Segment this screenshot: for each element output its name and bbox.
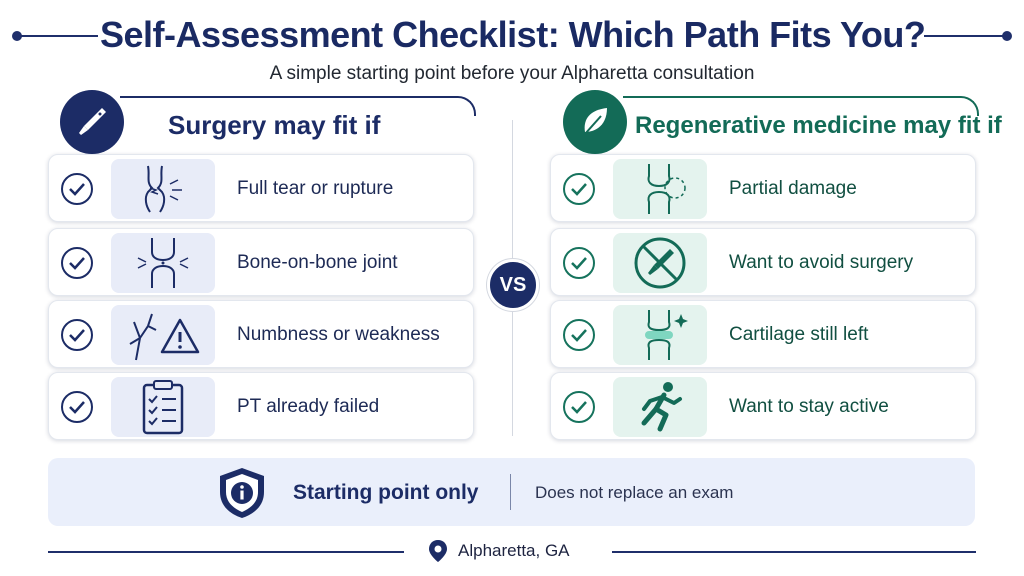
runner-icon	[613, 377, 707, 437]
regen-item-2: Want to avoid surgery	[550, 228, 976, 296]
surgery-item-label: PT already failed	[237, 396, 380, 417]
regen-item-label: Want to avoid surgery	[729, 252, 914, 273]
footer-note: Does not replace an exam	[535, 483, 734, 502]
surgery-item-4: PT already failed	[48, 372, 474, 440]
location-label: Alpharetta, GA	[458, 541, 570, 560]
surgery-item-label: Numbness or weakness	[237, 324, 440, 345]
info-shield-icon	[216, 466, 268, 520]
footer-separator	[510, 474, 511, 510]
surgery-item-label: Bone-on-bone joint	[237, 252, 398, 273]
nerve-warning-icon	[111, 305, 215, 365]
check-circle-icon	[563, 319, 595, 351]
location-rule-right	[612, 551, 976, 553]
location-rule-left	[48, 551, 404, 553]
surgery-item-1: Full tear or rupture	[48, 154, 474, 222]
title-row: Self-Assessment Checklist: Which Path Fi…	[0, 10, 1024, 60]
check-circle-icon	[61, 319, 93, 351]
page-subtitle: A simple starting point before your Alph…	[269, 63, 755, 84]
footer-panel: Starting point only Does not replace an …	[48, 458, 975, 526]
vs-badge: VS	[487, 259, 539, 311]
check-circle-icon	[61, 391, 93, 423]
location-row: Alpharetta, GA	[0, 536, 1024, 566]
title-rule-left	[14, 35, 98, 37]
check-circle-icon	[61, 247, 93, 279]
partial-joint-icon	[613, 159, 707, 219]
clipboard-checklist-icon	[111, 377, 215, 437]
leaf-icon	[563, 90, 627, 154]
check-circle-icon	[563, 173, 595, 205]
check-circle-icon	[61, 173, 93, 205]
regen-item-3: Cartilage still left	[550, 300, 976, 368]
surgery-heading: Surgery may fit if	[168, 110, 381, 140]
surgery-column-header: Surgery may fit if	[50, 90, 476, 154]
regen-item-4: Want to stay active	[550, 372, 976, 440]
check-circle-icon	[563, 247, 595, 279]
check-circle-icon	[563, 391, 595, 423]
cartilage-joint-icon	[613, 305, 707, 365]
title-rule-right	[924, 35, 1008, 37]
title-dot-right	[1002, 31, 1012, 41]
page-title: Self-Assessment Checklist: Which Path Fi…	[100, 14, 926, 55]
scalpel-icon	[60, 90, 124, 154]
surgery-item-label: Full tear or rupture	[237, 178, 394, 199]
regen-item-label: Cartilage still left	[729, 324, 869, 345]
footer-title: Starting point only	[293, 481, 479, 504]
no-scalpel-icon	[613, 233, 707, 293]
map-pin-icon	[428, 539, 448, 563]
regen-item-label: Partial damage	[729, 178, 857, 199]
regen-heading: Regenerative medicine may fit if	[635, 112, 1002, 139]
regen-column-header: Regenerative medicine may fit if	[553, 90, 1002, 154]
torn-tendon-icon	[111, 159, 215, 219]
surgery-item-3: Numbness or weakness	[48, 300, 474, 368]
knee-joint-icon	[111, 233, 215, 293]
regen-item-label: Want to stay active	[729, 396, 889, 417]
surgery-item-2: Bone-on-bone joint	[48, 228, 474, 296]
regen-item-1: Partial damage	[550, 154, 976, 222]
